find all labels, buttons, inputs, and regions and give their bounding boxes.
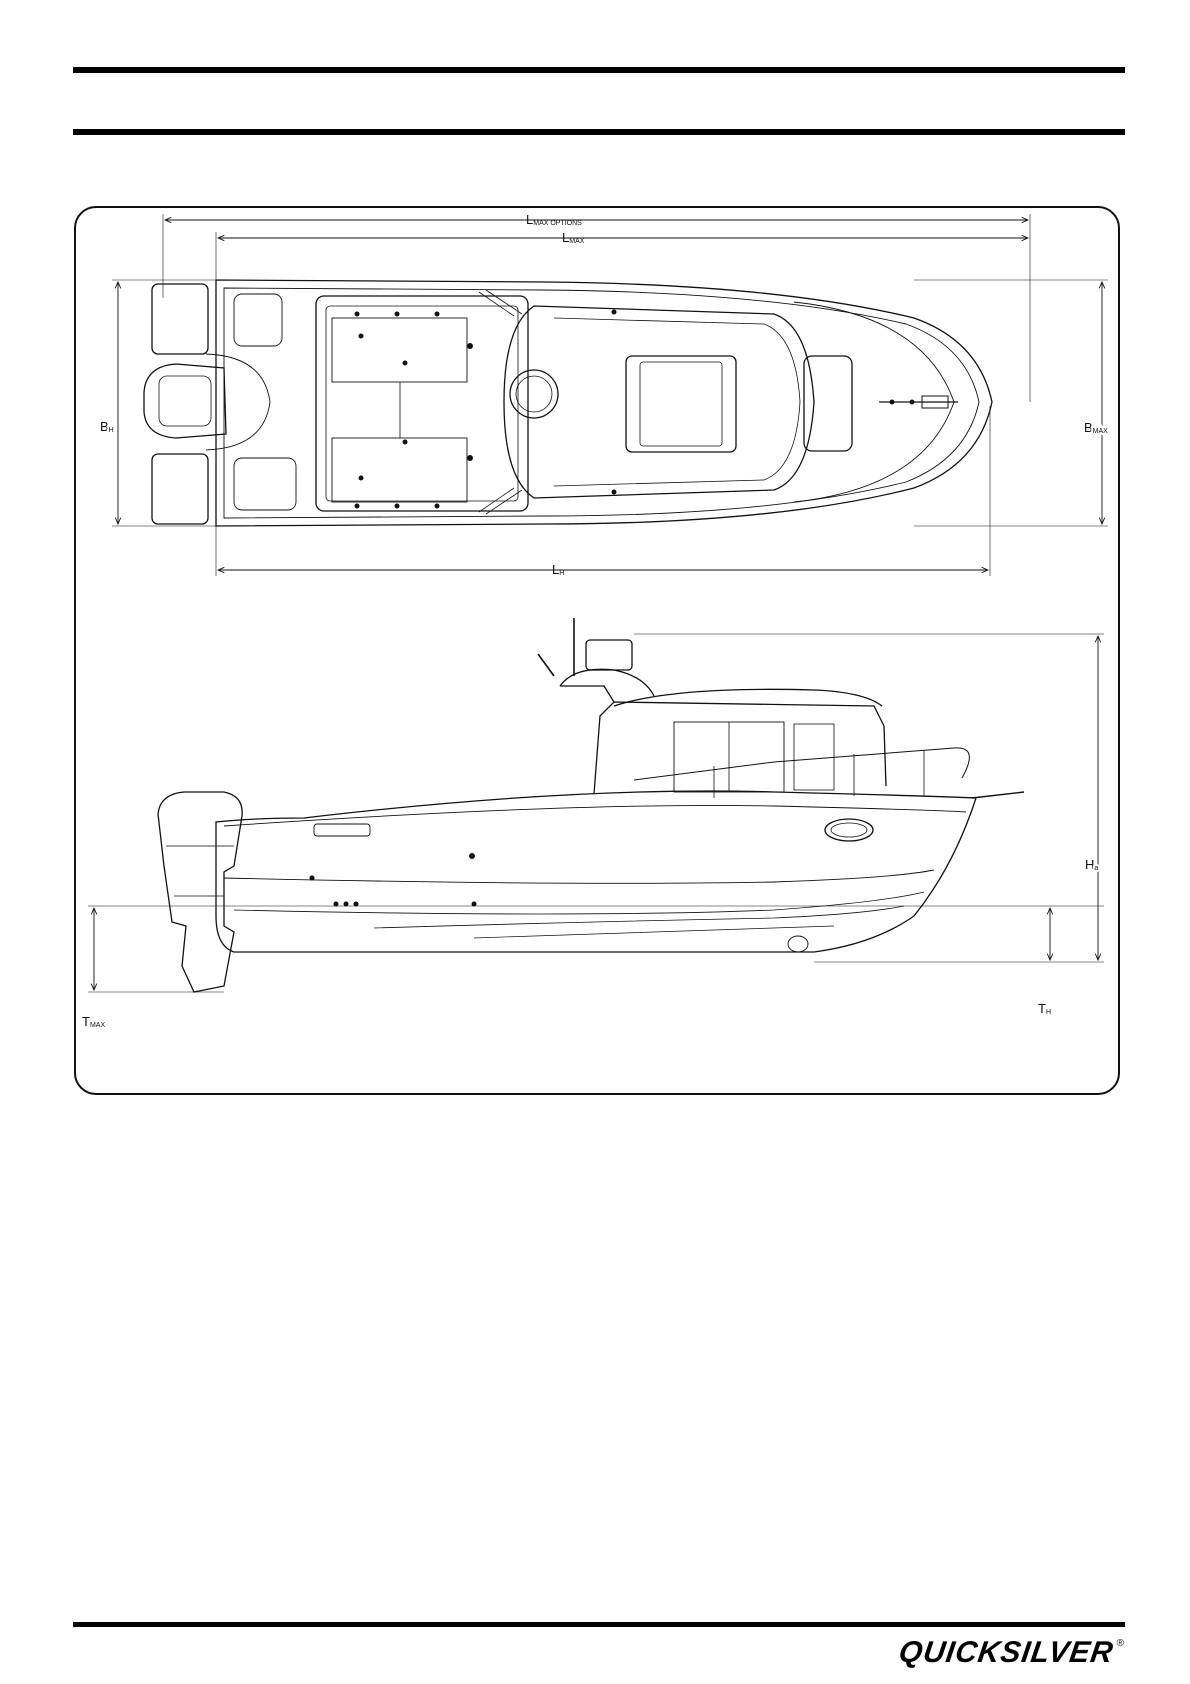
cabin-side: [594, 702, 886, 794]
label-lmax-options: LMAX OPTIONS: [526, 212, 582, 227]
label-lh: LH: [552, 562, 564, 577]
header-rule-bottom: [73, 129, 1125, 135]
label-bmax: BMAX: [1084, 420, 1108, 435]
porthole: [825, 819, 873, 841]
label-ha: Ha: [1085, 857, 1098, 872]
label-lmax: LMAX: [562, 230, 585, 245]
dimension-labels: LMAX OPTIONS LMAX LH BH BMAX Ha TH TMAX: [82, 212, 1108, 1029]
header-rule-top: [73, 67, 1125, 73]
top-view-dimensions: [112, 214, 1108, 576]
boat-dimension-drawing: LMAX OPTIONS LMAX LH BH BMAX Ha TH TMAX: [74, 206, 1120, 1095]
registered-mark: ®: [1117, 1638, 1124, 1649]
radar-side: [586, 640, 632, 670]
hull-outline-side: [216, 791, 976, 952]
side-view-dimensions: [88, 634, 1104, 992]
radar-dome-top: [510, 370, 558, 418]
footer-rule: [73, 1622, 1125, 1627]
label-bh: BH: [100, 419, 114, 434]
brand-name: QUICKSILVER: [897, 1636, 1116, 1670]
brand-logo: QUICKSILVER ®: [899, 1636, 1124, 1670]
label-th: TH: [1038, 1001, 1051, 1016]
top-view: [144, 280, 992, 526]
engine-top: [144, 364, 226, 438]
side-view: [158, 618, 1024, 992]
skylight: [626, 356, 736, 452]
engine-side: [158, 792, 242, 992]
label-tmax: TMAX: [82, 1014, 105, 1029]
